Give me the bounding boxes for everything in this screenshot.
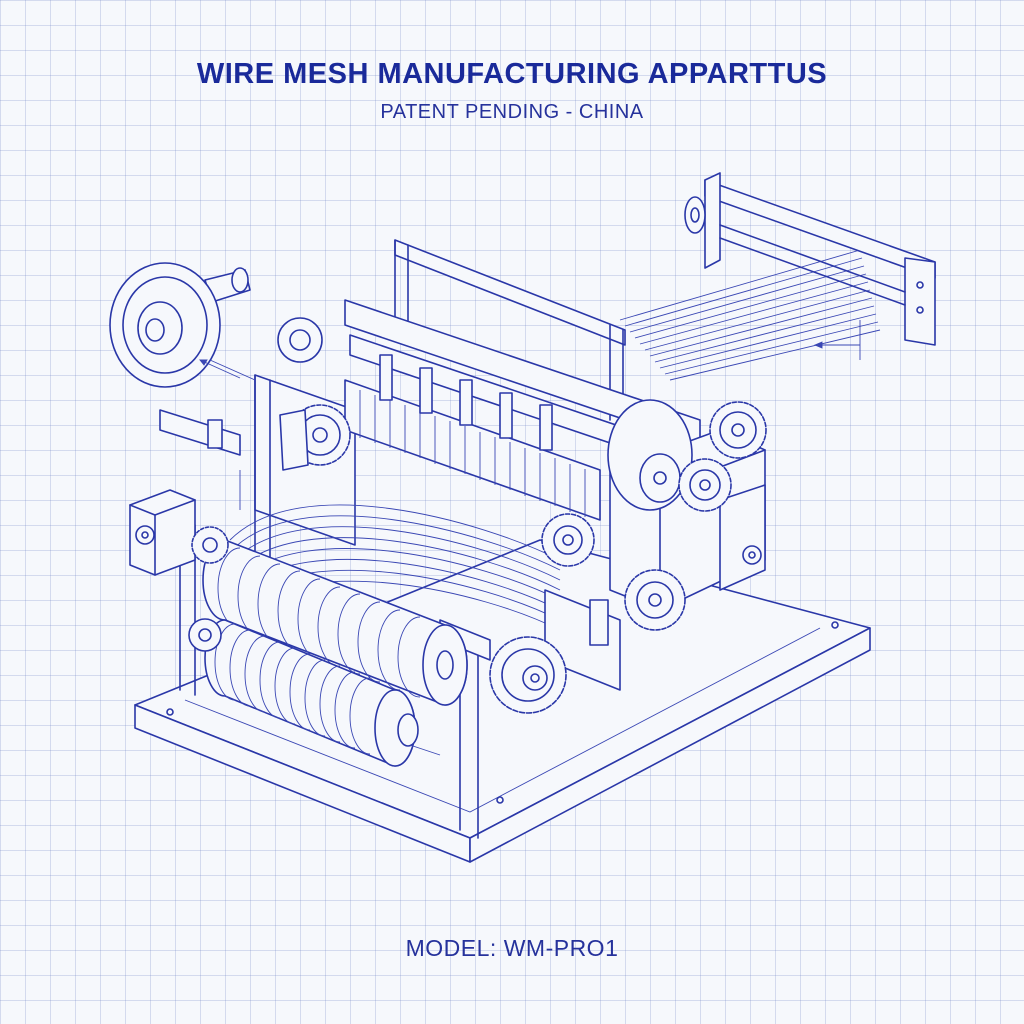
drawing-subtitle: PATENT PENDING - CHINA: [380, 101, 644, 123]
annotation-marks: [199, 320, 861, 756]
upper-right-gear: [709, 401, 767, 459]
lower-gear: [624, 569, 686, 631]
drawing-title: WIRE MESH MANUFACTURING APPARTTUS: [196, 58, 828, 90]
mid-right-gear: [678, 458, 732, 512]
left-gear-cluster: [277, 317, 351, 471]
model-label: MODEL: WM-PRO1: [405, 935, 619, 961]
take-up-roller: [188, 526, 419, 767]
reed-assembly: [344, 354, 601, 521]
center-gear: [541, 513, 595, 567]
left-pulley: [109, 262, 256, 388]
feed-frame: [684, 172, 936, 346]
left-motor: [129, 409, 241, 576]
overhead-frame: [344, 239, 701, 471]
cam-plate: [607, 399, 693, 511]
front-drive-gear: [489, 636, 567, 714]
